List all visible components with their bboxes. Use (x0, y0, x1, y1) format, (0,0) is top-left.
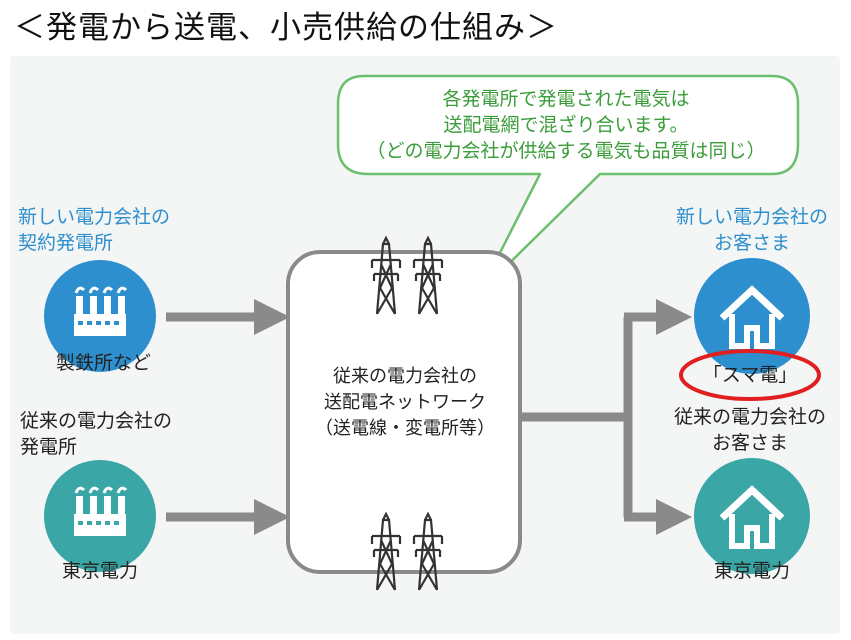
network-line: （送電線・変電所等） (315, 418, 495, 439)
house-icon (694, 258, 810, 374)
label-line: 従来の電力会社の (20, 410, 173, 432)
highlight-ellipse (679, 349, 821, 401)
label-line: お客さま (711, 432, 788, 454)
bubble-line: （どの電力会社が供給する電気も品質は同じ） (366, 140, 766, 162)
label-line: 発電所 (20, 436, 78, 458)
legacy-customer-label: 従来の電力会社の お客さま (660, 404, 840, 456)
label-line: 契約発電所 (18, 232, 114, 254)
label-line: 従来の電力会社の (673, 406, 826, 428)
label-line: 新しい電力会社の (675, 206, 828, 228)
label-line: 新しい電力会社の (18, 206, 171, 228)
new-generator-label: 新しい電力会社の 契約発電所 (18, 204, 170, 256)
new-generator-example: 製鉄所など (56, 352, 152, 374)
new-customer-label: 新しい電力会社の お客さま (664, 204, 840, 256)
legacy-generator-example: 東京電力 (62, 560, 139, 582)
label-line: お客さま (713, 232, 790, 254)
bubble-line: 各発電所で発電された電気は (442, 88, 690, 110)
speech-bubble (336, 74, 800, 294)
network-description: 従来の電力会社の 送配電ネットワーク （送電線・変電所等） (290, 364, 520, 442)
factory-icon (44, 460, 156, 572)
brand-label: 「スマ電」 (702, 364, 798, 386)
legacy-generator-label: 従来の電力会社の 発電所 (20, 408, 172, 460)
bubble-message: 各発電所で発電された電気は 送配電網で混ざり合います。 （どの電力会社が供給する… (340, 86, 792, 164)
house-icon (694, 458, 810, 574)
network-line: 従来の電力会社の (333, 366, 477, 387)
network-box (286, 250, 522, 574)
page-title: ＜発電から送電、小売供給の仕組み＞ (14, 10, 558, 46)
network-line: 送配電ネットワーク (324, 392, 486, 413)
factory-icon (44, 260, 156, 372)
legacy-customer-brand: 東京電力 (713, 560, 790, 582)
bubble-line: 送配電網で混ざり合います。 (443, 114, 689, 136)
arrow-network-to-customers (520, 299, 692, 535)
